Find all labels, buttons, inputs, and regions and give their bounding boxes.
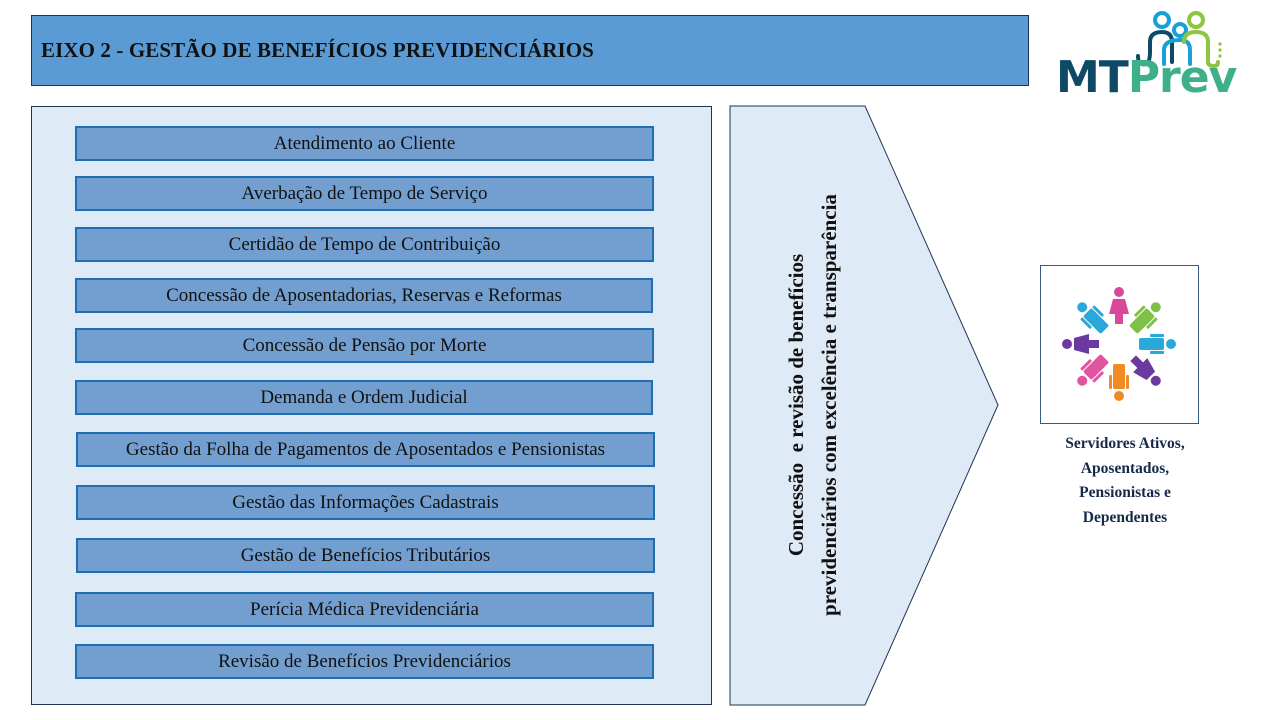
service-item: Certidão de Tempo de Contribuição [75, 227, 654, 262]
service-item: Demanda e Ordem Judicial [75, 380, 653, 415]
service-item: Atendimento ao Cliente [75, 126, 654, 161]
value-statement: Concessão e revisão de benefícios previd… [780, 155, 846, 655]
header-banner: EIXO 2 - GESTÃO DE BENEFÍCIOS PREVIDENCI… [31, 15, 1029, 86]
audience-line: Pensionistas e [1079, 484, 1171, 501]
service-item: Concessão de Aposentadorias, Reservas e … [75, 278, 653, 313]
service-item: Perícia Médica Previdenciária [75, 592, 654, 627]
audience-label: Servidores Ativos, Aposentados, Pensioni… [1030, 432, 1220, 530]
audience-line: Aposentados, [1080, 459, 1170, 477]
service-item: Gestão das Informações Cadastrais [76, 485, 655, 520]
mtprev-logo: MTPrev [1050, 6, 1237, 102]
value-statement-line1: Concessão e revisão de benefícios [784, 253, 808, 557]
family-figures-icon [1136, 11, 1222, 69]
logo-text-mt: MT [1056, 52, 1129, 103]
audience-line: Dependentes [1082, 508, 1168, 526]
audience-image-frame [1040, 265, 1199, 424]
service-item: Gestão da Folha de Pagamentos de Aposent… [76, 432, 655, 467]
value-statement-line2: previdenciários com excelência e transpa… [817, 194, 841, 616]
logo-text-prev: Prev [1127, 52, 1237, 103]
people-circle-icon [1062, 287, 1176, 401]
service-item: Averbação de Tempo de Serviço [75, 176, 654, 211]
service-item: Gestão de Benefícios Tributários [76, 538, 655, 573]
service-item: Concessão de Pensão por Morte [75, 328, 654, 363]
value-arrow-shape [729, 105, 999, 706]
service-item: Revisão de Benefícios Previdenciários [75, 644, 654, 679]
logo-wordmark: MTPrev [1056, 52, 1237, 103]
page-title: EIXO 2 - GESTÃO DE BENEFÍCIOS PREVIDENCI… [41, 38, 594, 62]
audience-line: Servidores Ativos, [1065, 435, 1185, 452]
